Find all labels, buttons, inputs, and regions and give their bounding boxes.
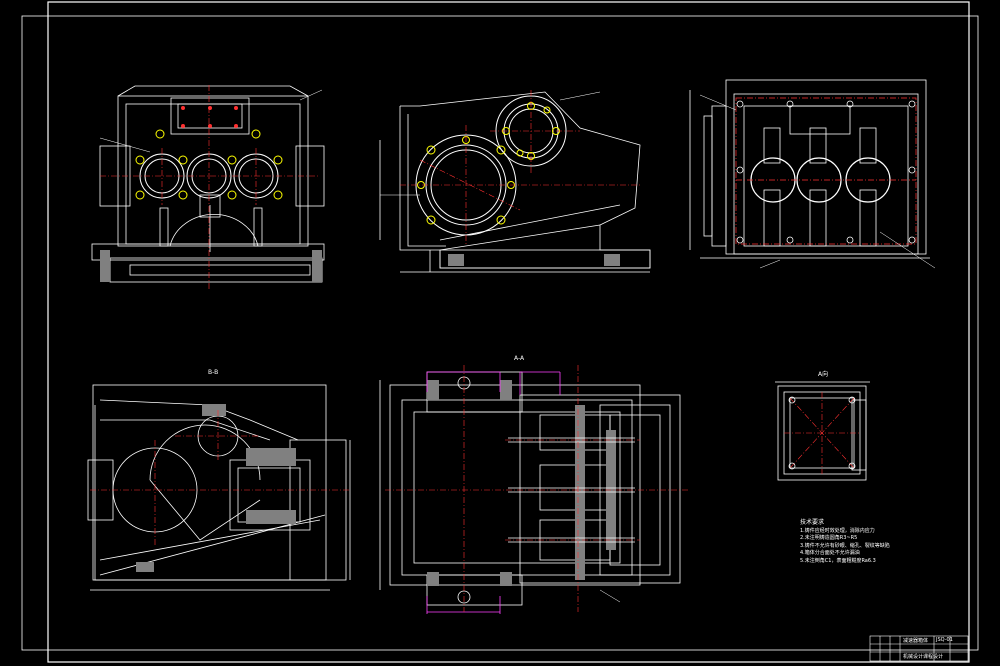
- view-a-centerlines: [784, 392, 860, 474]
- note-item: 3.铸件不允许有砂眼、缩孔、裂纹等缺陷: [800, 542, 890, 549]
- top-view: [689, 79, 930, 259]
- side-view-bores: [415, 95, 567, 236]
- section-bb-centerlines: [90, 410, 350, 545]
- section-label-bb: B-B: [208, 369, 219, 376]
- section-label-a: A向: [818, 371, 829, 378]
- note-item: 5.未注倒角C1，表面粗糙度Ra6.3: [800, 557, 876, 564]
- leader-lines: [99, 89, 936, 603]
- notes-heading: 技术要求: [800, 519, 825, 526]
- front-view: [91, 85, 325, 283]
- view-a-holes: [788, 396, 856, 470]
- note-item: 1.铸件应经时效处理，消除内应力: [800, 527, 875, 534]
- note-item: 4.箱体分合面处不允许漏油: [800, 550, 860, 556]
- drawing-frame: [21, 1, 979, 663]
- front-view-cover-holes: [181, 106, 238, 128]
- title-block: [869, 635, 969, 662]
- section-bb-view: [87, 384, 351, 591]
- front-view-centerlines: [100, 85, 320, 290]
- technical-notes: 技术要求 1.铸件应经时效处理，消除内应力 2.未注明铸造圆角R3~R5 3.铸…: [800, 519, 890, 565]
- title-block-org: 机械设计课程设计: [903, 654, 944, 660]
- note-item: 2.未注明铸造圆角R3~R5: [800, 535, 858, 541]
- title-block-part-name: 减速器箱体: [903, 638, 929, 644]
- section-aa-view: [379, 371, 681, 606]
- side-view: [379, 91, 651, 273]
- top-view-flange-boundary: [735, 97, 917, 245]
- front-view-bolt-holes: [135, 129, 283, 200]
- section-aa-centerlines: [385, 365, 690, 612]
- section-aa-dimensions: [426, 371, 561, 614]
- section-label-aa: A-A: [514, 355, 525, 362]
- top-view-holes: [736, 100, 916, 244]
- side-view-centerlines: [400, 90, 640, 245]
- title-block-code: JSQ-01: [936, 637, 953, 643]
